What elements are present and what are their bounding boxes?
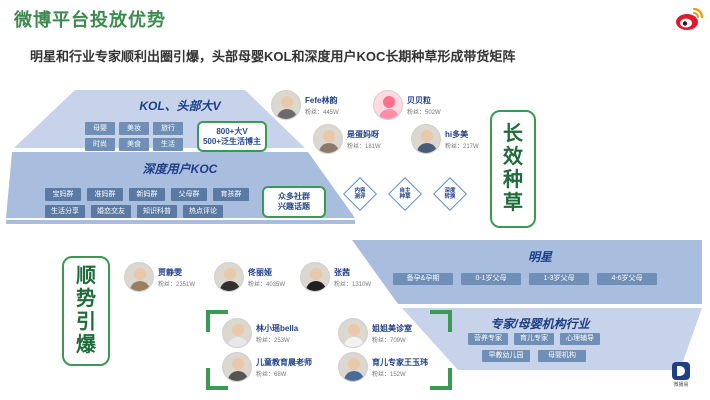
expert-tag: 心理辅导 bbox=[560, 333, 600, 345]
koc-community-line: 兴趣话题 bbox=[278, 202, 310, 211]
expert-tag: 育儿专家 bbox=[514, 333, 554, 345]
kol-profile: Fefe林韵 粉丝：445W bbox=[271, 90, 339, 120]
avatar bbox=[373, 90, 403, 120]
expert-profile: 儿童教育晨老师 粉丝：68W bbox=[222, 352, 312, 382]
kol-profile: hi多美 粉丝：217W bbox=[411, 124, 479, 154]
diamond-label-content-review: 内容测评 bbox=[354, 187, 366, 200]
koc-tier-label: 深度用户KOC bbox=[142, 162, 218, 176]
star-tier-label: 明星 bbox=[527, 250, 552, 264]
koc-tag: 准妈群 bbox=[87, 188, 123, 201]
star-tag: 0-1岁父母 bbox=[461, 273, 521, 285]
expert-tag: 早教幼儿园 bbox=[482, 350, 530, 362]
avatar bbox=[300, 262, 330, 292]
kol-tag: 时尚 bbox=[85, 138, 115, 151]
play-logo-icon bbox=[672, 362, 690, 380]
kol-tag: 美妆 bbox=[119, 122, 149, 135]
kol-scale-line: 500+泛生活博主 bbox=[202, 136, 262, 146]
avatar bbox=[411, 124, 441, 154]
star-tag: 1-3岁父母 bbox=[529, 273, 589, 285]
page-subtitle: 明星和行业专家顺利出圈引爆，头部母婴KOL和深度用户KOC长期种草形成带货矩阵 bbox=[30, 49, 516, 64]
celebrity-profile: 张茜 粉丝：1310W bbox=[300, 262, 371, 292]
avatar bbox=[338, 352, 368, 382]
expert-tag: 母婴机构 bbox=[538, 350, 586, 362]
diamond-label-self-seeding: 自主种草 bbox=[399, 187, 411, 200]
koc-community-box: 众多社群 兴趣话题 bbox=[262, 186, 326, 218]
koc-tag: 生活分享 bbox=[45, 205, 85, 218]
star-tag: 4-6岁父母 bbox=[597, 273, 657, 285]
expert-profile: 林小瑶bella 粉丝：253W bbox=[222, 318, 298, 348]
kol-profile: 贝贝粒 粉丝：502W bbox=[373, 90, 441, 120]
koc-tag: 知识科普 bbox=[137, 205, 177, 218]
avatar bbox=[124, 262, 154, 292]
avatar bbox=[222, 352, 252, 382]
koc-tag: 婚恋交友 bbox=[91, 205, 131, 218]
koc-tag: 父母群 bbox=[171, 188, 207, 201]
expert-profile: 姐姐美诊室 粉丝：709W bbox=[338, 318, 412, 348]
page-title: 微博平台投放优势 bbox=[14, 10, 166, 30]
celebrity-profile: 贾静雯 粉丝：2351W bbox=[124, 262, 195, 292]
expert-profile: 育儿专家王玉玮 粉丝：152W bbox=[338, 352, 428, 382]
koc-tag: 热点评论 bbox=[183, 205, 223, 218]
kol-profile: 是蛋妈呀 粉丝：181W bbox=[313, 124, 381, 154]
weibo-logo-icon bbox=[676, 7, 704, 30]
brand-logo-text: 微播易 bbox=[673, 382, 689, 388]
kol-scale-line: 800+大V bbox=[216, 126, 248, 136]
diamond-label-deep-conversion: 深度转换 bbox=[444, 187, 456, 200]
kol-tag: 母婴 bbox=[85, 122, 115, 135]
brand-logo: 微播易 bbox=[668, 362, 694, 388]
long-term-seeding-label: 长 效 种 草 bbox=[490, 110, 536, 228]
expert-tag: 营养专家 bbox=[468, 333, 508, 345]
avatar bbox=[271, 90, 301, 120]
expert-tier-label: 专家/母婴机构行业 bbox=[490, 317, 590, 331]
kol-tag: 生活 bbox=[153, 138, 183, 151]
trend-explosion-label: 顺 势 引 爆 bbox=[62, 256, 110, 366]
avatar bbox=[222, 318, 252, 348]
avatar bbox=[214, 262, 244, 292]
avatar bbox=[338, 318, 368, 348]
expert-bracket-frame bbox=[206, 310, 452, 390]
kol-scale-box: 800+大V 500+泛生活博主 bbox=[197, 121, 267, 152]
celebrity-profile: 佟丽娅 粉丝：4035W bbox=[214, 262, 285, 292]
kol-tag: 旅行 bbox=[153, 122, 183, 135]
avatar bbox=[313, 124, 343, 154]
koc-tag: 宝妈群 bbox=[45, 188, 81, 201]
koc-tag: 新妈群 bbox=[129, 188, 165, 201]
kol-tier-label: KOL、头部大V bbox=[139, 99, 221, 113]
koc-community-line: 众多社群 bbox=[278, 192, 310, 201]
kol-tag: 美食 bbox=[119, 138, 149, 151]
star-tag: 备孕&孕期 bbox=[393, 273, 453, 285]
koc-tag: 育孩群 bbox=[213, 188, 249, 201]
